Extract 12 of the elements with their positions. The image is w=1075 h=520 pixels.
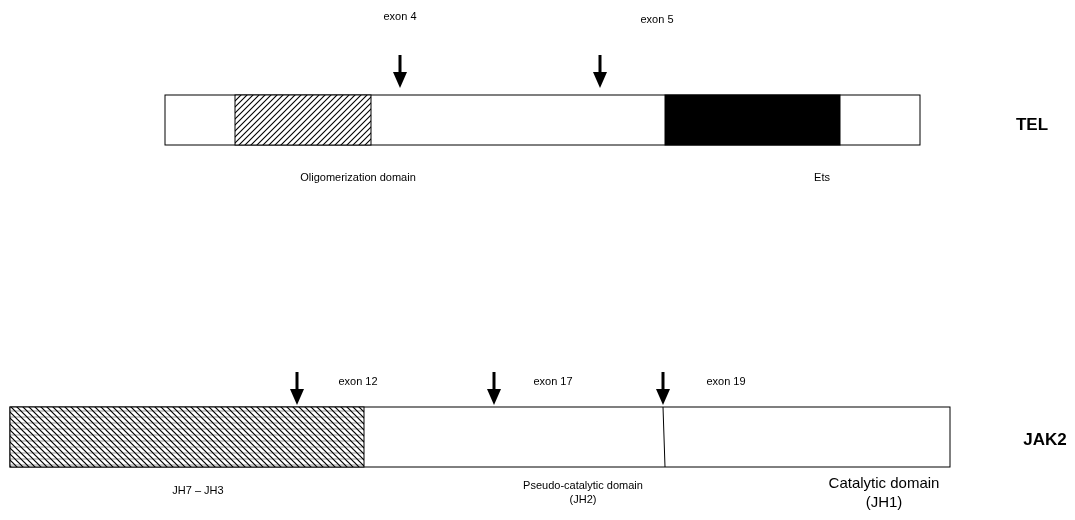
text-label: exon 17 bbox=[533, 375, 573, 389]
protein-name: JAK2 bbox=[1023, 429, 1067, 451]
text-label: exon 12 bbox=[338, 375, 378, 389]
domain-label: Catalytic domain (JH1) bbox=[827, 474, 941, 512]
text-label: Ets bbox=[814, 171, 830, 185]
domain-label: Pseudo-catalytic domain (JH2) bbox=[523, 479, 643, 507]
protein-name: TEL bbox=[1015, 114, 1049, 136]
text-label: exon 4 bbox=[383, 10, 417, 24]
text-label: exon 19 bbox=[706, 375, 746, 389]
text-label: JH7 – JH3 bbox=[172, 484, 224, 498]
text-label: exon 5 bbox=[640, 13, 674, 27]
domain-label: Oligomerization domain bbox=[299, 171, 417, 185]
